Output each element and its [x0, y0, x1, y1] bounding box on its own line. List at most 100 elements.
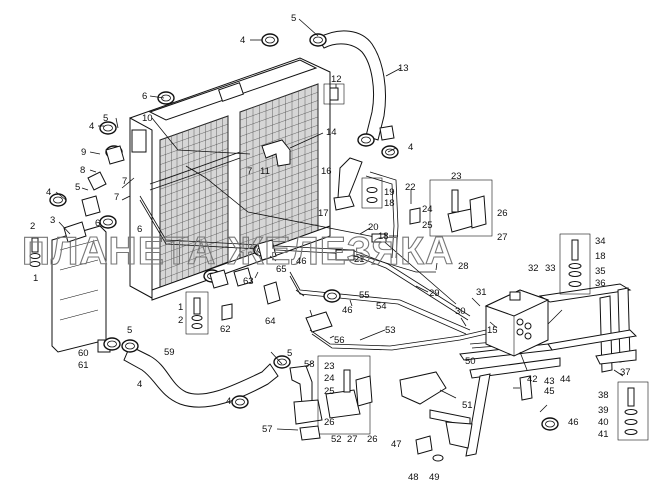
hose-clamp	[49, 193, 67, 207]
hose-clamp-inner	[235, 398, 245, 406]
callout-label: 41	[598, 429, 609, 440]
callout-label: 23	[324, 361, 335, 372]
callout-label: 16	[321, 166, 332, 177]
callout-label: 3	[50, 215, 55, 226]
reservoir	[484, 289, 550, 357]
callout-label: 30	[455, 306, 466, 317]
callout-label: 5	[291, 13, 296, 24]
callout-label: 20	[368, 222, 379, 233]
callout-label: 27	[497, 232, 508, 243]
callout-label: 21	[354, 254, 365, 265]
hose-clamp-inner	[327, 292, 337, 300]
radiator	[129, 57, 331, 301]
hose-clamp	[273, 355, 291, 369]
callout-label: 60	[78, 348, 89, 359]
callout-label: 5	[103, 113, 108, 124]
callout-label: 12	[331, 74, 342, 85]
callout-label: 51	[462, 400, 473, 411]
hose-clamp	[231, 395, 249, 409]
callout-label: 52	[331, 434, 342, 445]
callout-label: 62	[220, 324, 231, 335]
callout-label: 26	[497, 208, 508, 219]
callout-label: 6	[137, 224, 142, 235]
callout-label: 47	[391, 439, 402, 450]
bolt-box-1	[185, 291, 209, 335]
radiator-fin	[239, 100, 319, 129]
callout-label: 6	[142, 91, 147, 102]
radiator-fin	[159, 140, 229, 165]
callout-label: 24	[324, 373, 335, 384]
callout-label: 4	[226, 396, 231, 407]
radiator-fin	[159, 205, 229, 231]
callout-label: 18	[378, 231, 389, 242]
radiator-fin	[159, 132, 229, 157]
callout-label: 44	[560, 374, 571, 385]
hose-clamp-inner	[103, 218, 113, 226]
bolt-box-34	[559, 233, 591, 295]
callout-label: 1	[178, 302, 183, 313]
callout-label: 6	[95, 218, 100, 229]
watermark: ПЛАНЕТА ЖЕЛЕЗЯКА	[22, 230, 454, 273]
callout-label: 4	[137, 379, 142, 390]
hose-clamp	[357, 133, 375, 147]
radiator-fin	[239, 207, 319, 236]
radiator-fin	[159, 237, 229, 264]
callout-label: 48	[408, 472, 419, 483]
callout-label: 4	[89, 121, 94, 132]
radiator-fin	[239, 108, 319, 137]
callout-label: 38	[598, 390, 609, 401]
callout-label: 13	[398, 63, 409, 74]
callout-label: 18	[384, 198, 395, 209]
callout-label: 22	[405, 182, 416, 193]
callout-label: 27	[347, 434, 358, 445]
callout-label: 18	[595, 251, 606, 262]
radiator-fin	[239, 83, 319, 113]
radiator-fin	[159, 221, 229, 248]
callout-label: 50	[465, 356, 476, 367]
callout-label: 7	[247, 166, 252, 177]
bolt-box-38	[617, 381, 649, 441]
radiator-fin	[239, 166, 319, 195]
radiator-fin	[159, 172, 229, 198]
callout-label: 55	[359, 290, 370, 301]
callout-label: 25	[422, 220, 433, 231]
radiator-fin	[159, 213, 229, 239]
hose-clamp-inner	[385, 148, 395, 156]
callout-label: 5	[127, 325, 132, 336]
callout-label: 5	[75, 182, 80, 193]
bracket-box-58	[317, 355, 373, 435]
radiator-fin	[159, 245, 229, 272]
radiator-fin	[239, 215, 319, 244]
callout-label: 7	[114, 192, 119, 203]
callout-label: 35	[595, 266, 606, 277]
radiator-fin	[159, 196, 229, 223]
radiator-fin	[159, 164, 229, 190]
hose-clamp-inner	[361, 136, 371, 144]
callout-label: 28	[458, 261, 469, 272]
callout-label: 26	[324, 417, 335, 428]
callout-label: 2	[178, 315, 183, 326]
hose-58	[289, 365, 323, 425]
callout-labels: 5 4 13 6 12 4 5 10 14 9 8 5 7 7 4 6 3 2 …	[30, 13, 631, 483]
frame	[429, 283, 638, 457]
radiator-fin	[159, 123, 229, 149]
hose-clamp	[323, 289, 341, 303]
radiator-fin	[159, 180, 229, 206]
hose-clamp	[157, 91, 175, 105]
radiator-fin	[239, 124, 319, 154]
callout-label: 49	[429, 472, 440, 483]
callout-label: 17	[318, 208, 329, 219]
hose-clamp	[121, 339, 139, 353]
callout-label: 25	[324, 386, 335, 397]
callout-label: 14	[326, 127, 337, 138]
callout-label: 10	[142, 113, 153, 124]
radiator-fin	[239, 182, 319, 211]
callout-label: 63	[243, 276, 254, 287]
hose-clamp-inner	[265, 36, 275, 44]
hose-clamp	[261, 33, 279, 47]
hose-clamp-inner	[313, 36, 323, 44]
callout-label: 19	[384, 187, 395, 198]
callout-label: 46	[342, 305, 353, 316]
callout-label: 23	[451, 171, 462, 182]
